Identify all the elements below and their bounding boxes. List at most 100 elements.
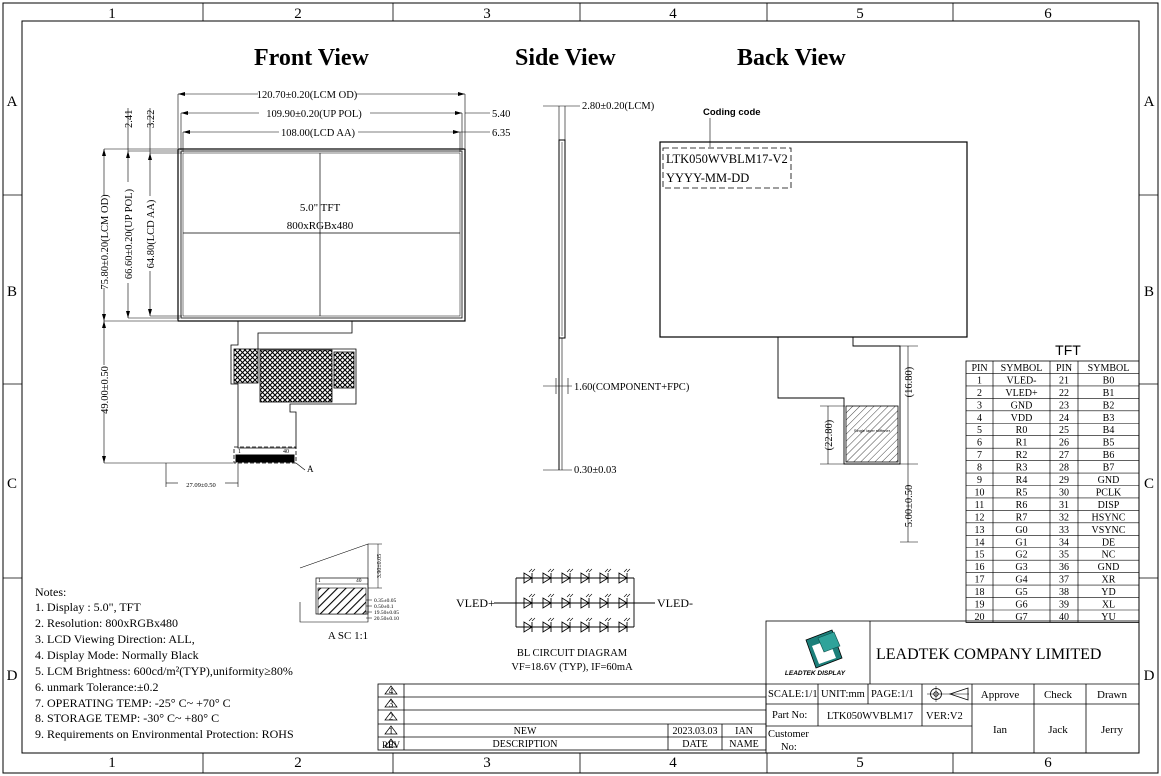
row-label-b: B	[7, 284, 17, 300]
pin-table-cell: G2	[1015, 550, 1027, 561]
pin-table-cell: B6	[1103, 450, 1115, 461]
dim-lcd-aa-height: 64.80(LCD AA)	[146, 199, 157, 268]
pin-table-cell: R5	[1016, 487, 1028, 498]
pin-table-header: SYMBOL	[1001, 363, 1043, 374]
pin-table-header: PIN	[971, 363, 987, 374]
pin-table-cell: 21	[1059, 375, 1069, 386]
pin-table-cell: DISP	[1098, 500, 1120, 511]
note-item: 7. OPERATING TEMP: -25° C~ +70° C	[35, 696, 231, 710]
note-item: 4. Display Mode: Normally Black	[35, 648, 199, 662]
circuit-spec: VF=18.6V (TYP), IF=60mA	[511, 662, 633, 673]
company-logo: LEADTEK DISPLAY	[785, 629, 846, 677]
part-number: LTK050WVBLM17	[827, 711, 913, 722]
row-label-a-right: A	[1144, 94, 1155, 110]
pin-table-cell: B5	[1103, 438, 1115, 449]
page-label: PAGE:1/1	[871, 689, 914, 700]
note-item: 5. LCM Brightness: 600cd/m²(TYP),uniform…	[35, 664, 293, 678]
pin-table-cell: 40	[1059, 612, 1069, 623]
circuit-title: BL CIRCUIT DIAGRAM	[517, 648, 628, 659]
rev-date: 2023.03.03	[673, 726, 718, 737]
pin-table-header: SYMBOL	[1088, 363, 1130, 374]
pin-table-cell: 17	[975, 575, 985, 586]
pin-table-cell: 23	[1059, 400, 1069, 411]
checker-name: Jack	[1048, 724, 1068, 736]
dim-3-22: 3.22	[146, 110, 157, 128]
detail-ref-a: A	[307, 464, 314, 474]
pin-table-title: TFT	[1055, 342, 1081, 358]
note-item: 1. Display : 5.0", TFT	[35, 600, 141, 614]
logo-text: LEADTEK DISPLAY	[785, 670, 846, 677]
detail-dim-d: 20.50±0.10	[374, 616, 399, 622]
pin-table-cell: R3	[1016, 463, 1028, 474]
pin-table-cell: 27	[1059, 450, 1069, 461]
pin-table-cell: B7	[1103, 463, 1115, 474]
row-label-c: C	[7, 476, 17, 492]
scale-label: SCALE:1/1	[768, 689, 818, 700]
coding-code-model: LTK050WVBLM17-V2	[666, 152, 788, 166]
rev-desc-new: NEW	[514, 726, 537, 737]
pin-table-cell: GND	[1098, 562, 1120, 573]
pin-table-cell: 1	[977, 375, 982, 386]
pin-table-cell: VDD	[1011, 413, 1033, 424]
pin-table-cell: YD	[1101, 587, 1115, 598]
panel-resolution-label: 800xRGBx480	[287, 220, 354, 232]
pin-table-cell: GND	[1098, 475, 1120, 486]
front-view	[102, 92, 490, 487]
rev-name: IAN	[735, 726, 753, 737]
rev-mark-1: 1	[389, 726, 394, 736]
note-item: 6. unmark Tolerance:±0.2	[35, 680, 159, 694]
pin-table-cell: G7	[1015, 612, 1027, 623]
dim-fpc-offset: 27.09±0.50	[186, 482, 216, 489]
pin-table-cell: 8	[977, 463, 982, 474]
panel-size-label: 5.0" TFT	[300, 202, 341, 214]
detail-title: A SC 1:1	[328, 630, 368, 642]
dim-6-35: 6.35	[492, 128, 510, 139]
pin-table-cell: 26	[1059, 438, 1069, 449]
pin-table-cell: B1	[1103, 388, 1115, 399]
pin-table-cell: XL	[1102, 600, 1115, 611]
pin-table-cell: 34	[1059, 537, 1069, 548]
pin-table-cell: VSYNC	[1092, 525, 1126, 536]
pin-table-cell: G1	[1015, 537, 1027, 548]
col-label-5: 5	[856, 6, 864, 22]
dim-up-pol-height: 66.60±0.20(UP POL)	[124, 188, 135, 279]
dim-lcm-od-height: 75.80±0.20(LCM OD)	[100, 194, 111, 290]
version-label: VER:V2	[926, 711, 963, 722]
pin-table-cell: B2	[1103, 400, 1115, 411]
pin-table-cell: G4	[1015, 575, 1027, 586]
title-block	[765, 620, 1140, 754]
row-label-c-right: C	[1144, 476, 1154, 492]
pin-table-cell: 20	[975, 612, 985, 623]
pin-table-cell: 31	[1059, 500, 1069, 511]
row-label-d-right: D	[1144, 668, 1155, 684]
pin-table-cell: 6	[977, 438, 982, 449]
pin-table-cell: 14	[975, 537, 985, 548]
check-label: Check	[1044, 689, 1073, 701]
pin-table-cell: 38	[1059, 587, 1069, 598]
pin-table-cell: 32	[1059, 512, 1069, 523]
pin-table-cell: R1	[1016, 438, 1028, 449]
pin-table-cell: XR	[1102, 575, 1116, 586]
pin-table-cell: G0	[1015, 525, 1027, 536]
pin-table-cell: B0	[1103, 375, 1115, 386]
pin-table-cell: PCLK	[1096, 487, 1122, 498]
pin-table-cell: 36	[1059, 562, 1069, 573]
coding-code-label: Coding code	[703, 107, 761, 118]
detail-dim-b: 0.50±0.1	[374, 604, 394, 610]
row-label-b-right: B	[1144, 284, 1154, 300]
col-label-4-bottom: 4	[669, 755, 677, 771]
pin-table-cell: 30	[1059, 487, 1069, 498]
front-view-title: Front View	[254, 45, 370, 71]
company-name: LEADTEK COMPANY LIMITED	[876, 646, 1101, 663]
pin-table-cell: 22	[1059, 388, 1069, 399]
pin-table-cell: VLED-	[1007, 375, 1037, 386]
detail-pin-1: 1	[318, 578, 321, 584]
col-label-6-bottom: 6	[1044, 755, 1052, 771]
pin-table-cell: NC	[1102, 550, 1116, 561]
row-label-a: A	[7, 94, 18, 110]
pin-table-cell: 19	[975, 600, 985, 611]
note-item: 3. LCD Viewing Direction: ALL,	[35, 632, 195, 646]
pin-table-cell: YU	[1101, 612, 1116, 623]
dim-fpc-thickness: 0.30±0.03	[574, 465, 617, 476]
